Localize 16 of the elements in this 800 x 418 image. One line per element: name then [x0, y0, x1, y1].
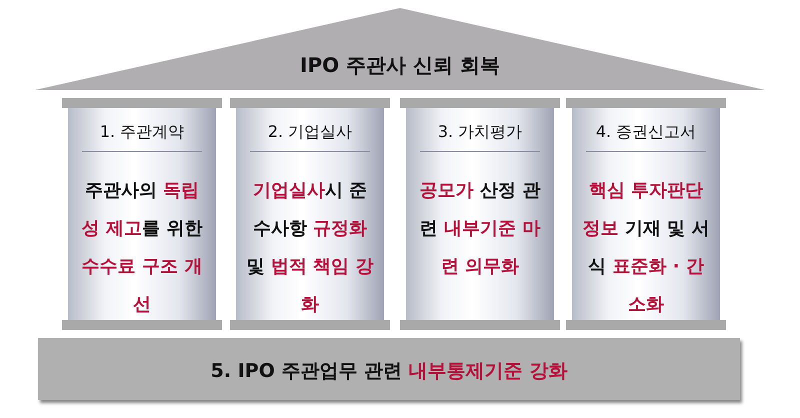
pillar	[68, 108, 216, 320]
roof-title: IPO 주관사 신뢰 회복	[299, 52, 501, 79]
pillar-text: 주관사의 독립성 제고를 위한 수수료 구조 개선	[80, 179, 204, 317]
pillar-text: 공모가 산정 관련 내부기준 마련 의무화	[418, 179, 542, 279]
pillar	[236, 108, 384, 320]
pillar-text: 핵심 투자판단 정보 기재 및 서식 표준화 · 간소화	[582, 179, 710, 317]
pillar	[406, 108, 554, 320]
pillar	[572, 108, 720, 320]
pillar-heading: 3. 가치평가	[420, 122, 540, 152]
foundation-bar	[38, 338, 740, 400]
foundation-text: 5. IPO 주관업무 관련 내부통제기준 강화	[210, 359, 568, 384]
pillar-heading: 4. 증권신고서	[586, 122, 706, 152]
pillar-heading: 2. 기업실사	[250, 122, 370, 152]
pillar-text: 기업실사시 준수사항 규정화 및 법적 책임 강화	[246, 179, 374, 317]
roof-triangle	[35, 8, 765, 90]
pillar-heading: 1. 주관계약	[82, 122, 202, 152]
